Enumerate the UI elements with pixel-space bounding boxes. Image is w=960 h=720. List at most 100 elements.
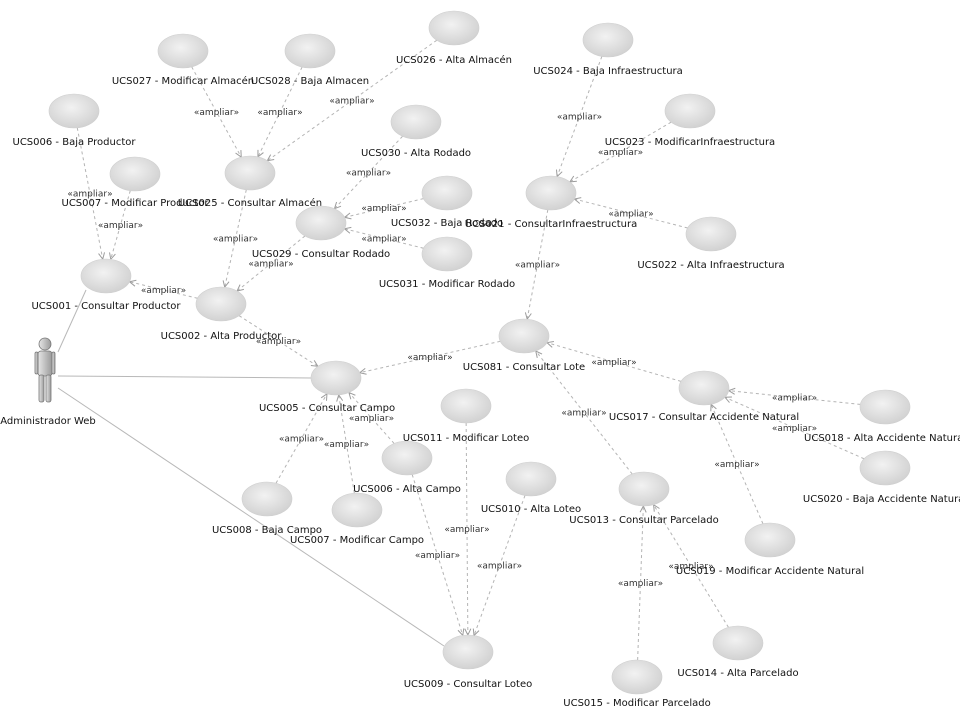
use-case-u013[interactable]: UCS013 - Consultar Parcelado — [569, 471, 719, 526]
use-case-u005[interactable]: UCS005 - Consultar Campo — [259, 360, 395, 414]
extend-label: «ampliar» — [772, 394, 817, 404]
extend-line — [266, 39, 438, 162]
extend-relation[interactable]: «ampliar» — [348, 391, 395, 444]
extend-line — [546, 342, 682, 382]
extend-label: «ampliar» — [361, 204, 406, 214]
use-case-u031[interactable]: UCS031 - Modificar Rodado — [379, 236, 515, 290]
extend-label: «ampliar» — [415, 551, 460, 561]
extend-label: «ampliar» — [557, 113, 602, 123]
extend-arrowhead-icon — [222, 280, 230, 289]
extend-line — [338, 394, 355, 494]
extend-relation[interactable]: «ampliar» — [723, 396, 865, 460]
extend-line — [465, 422, 469, 636]
use-case-label: UCS081 - Consultar Lote — [463, 362, 585, 373]
use-case-u081[interactable]: UCS081 - Consultar Lote — [463, 318, 585, 373]
use-case-u030[interactable]: UCS030 - Alta Rodado — [361, 104, 471, 159]
extend-relation[interactable]: «ampliar» — [343, 198, 424, 220]
use-case-u002[interactable]: UCS002 - Alta Productor — [161, 286, 283, 342]
extend-arrowhead-icon — [257, 149, 264, 158]
use-case-label: UCS030 - Alta Rodado — [361, 148, 471, 159]
extend-label: «ampliar» — [349, 414, 394, 424]
use-case-ellipse — [295, 205, 347, 241]
use-case-ellipse — [224, 155, 276, 191]
use-case-u017[interactable]: UCS017 - Consultar Accidente Natural — [609, 370, 799, 423]
use-case-u024[interactable]: UCS024 - Baja Infraestructura — [533, 22, 683, 77]
use-case-ellipse — [157, 33, 209, 69]
use-case-u026[interactable]: UCS026 - Alta Almacén — [396, 10, 512, 66]
actor-figure-icon — [34, 337, 56, 403]
use-case-ellipse — [744, 522, 796, 558]
extend-line — [637, 505, 644, 661]
extend-relations: «ampliar»«ampliar»«ampliar»«ampliar»«amp… — [67, 39, 865, 661]
extend-label: «ampliar» — [279, 435, 324, 445]
extend-label: «ampliar» — [561, 409, 606, 419]
use-case-u027[interactable]: UCS027 - Modificar Almacén — [112, 33, 254, 87]
use-case-u029[interactable]: UCS029 - Consultar Rodado — [252, 205, 390, 260]
use-case-ellipse — [284, 33, 336, 69]
use-case-ellipse — [664, 93, 716, 129]
use-case-u015[interactable]: UCS015 - Modificar Parcelado — [563, 659, 711, 709]
use-case-u006p[interactable]: UCS006 - Baja Productor — [13, 93, 137, 148]
use-case-ellipse — [440, 388, 492, 424]
association-line-u005 — [57, 375, 313, 379]
extend-line — [257, 66, 303, 158]
extend-relation[interactable]: «ampliar» — [444, 422, 490, 637]
extend-label: «ampliar» — [67, 190, 112, 200]
extend-relation[interactable]: «ampliar» — [128, 279, 198, 299]
use-case-u025[interactable]: UCS025 - Consultar Almacén — [178, 155, 322, 209]
use-case-u019[interactable]: UCS019 - Modificar Accidente Natural — [676, 522, 864, 577]
extend-relation[interactable]: «ampliar» — [568, 121, 672, 183]
use-case-u010[interactable]: UCS010 - Alta Loteo — [481, 461, 581, 515]
extend-arrowhead-icon — [524, 312, 532, 321]
use-case-u014[interactable]: UCS014 - Alta Parcelado — [677, 625, 799, 679]
extend-label: «ampliar» — [98, 221, 143, 231]
use-case-label: UCS001 - Consultar Productor — [31, 301, 181, 312]
extend-line — [411, 474, 464, 636]
use-case-u006c[interactable]: UCS006 - Alta Campo — [353, 440, 461, 495]
extend-relation[interactable]: «ampliar» — [727, 387, 861, 405]
use-case-u022[interactable]: UCS022 - Alta Infraestructura — [637, 216, 785, 271]
extend-label: «ampliar» — [324, 440, 369, 450]
use-case-ellipse — [442, 634, 494, 670]
extend-line — [236, 235, 306, 292]
use-case-u007p[interactable]: UCS007 - Modificar Productor — [62, 156, 210, 209]
extend-relation[interactable]: «ampliar» — [472, 495, 526, 637]
extend-line — [710, 404, 764, 524]
extend-label: «ampliar» — [361, 235, 406, 245]
extend-label: «ampliar» — [256, 337, 301, 347]
extend-arrowhead-icon — [652, 503, 660, 512]
actor-administrador-web[interactable]: Administrador Web — [0, 337, 96, 427]
extend-label: «ampliar» — [141, 286, 186, 296]
use-case-u021[interactable]: UCS021 - ConsultarInfraestructura — [465, 175, 637, 230]
use-case-u009[interactable]: UCS009 - Consultar Loteo — [404, 634, 533, 690]
use-case-ellipse — [48, 93, 100, 129]
use-case-u001[interactable]: UCS001 - Consultar Productor — [31, 258, 181, 312]
extend-line — [574, 198, 688, 229]
extend-relation[interactable]: «ampliar» — [411, 474, 465, 637]
use-case-u023[interactable]: UCS023 - ModificarInfraestructura — [605, 93, 775, 148]
use-case-label: UCS019 - Modificar Accidente Natural — [676, 566, 864, 577]
use-case-label: UCS014 - Alta Parcelado — [677, 668, 798, 679]
extend-label: «ampliar» — [407, 353, 452, 363]
extend-label: «ampliar» — [608, 210, 653, 220]
use-case-u028[interactable]: UCS028 - Baja Almacen — [251, 33, 369, 87]
extend-arrowhead-icon — [568, 175, 577, 183]
extend-line — [191, 66, 242, 158]
use-case-u032[interactable]: UCS032 - Baja Rodado — [391, 175, 503, 229]
extend-line — [569, 121, 672, 183]
use-case-label: UCS024 - Baja Infraestructura — [533, 66, 683, 77]
extend-relation[interactable]: «ampliar» — [618, 504, 663, 661]
use-case-u007c[interactable]: UCS007 - Modificar Campo — [290, 492, 424, 546]
use-case-u020[interactable]: UCS020 - Baja Accidente Natural — [803, 450, 960, 505]
use-case-u018[interactable]: UCS018 - Alta Accidente Natural — [804, 389, 960, 444]
extend-line — [535, 350, 633, 475]
extend-relation[interactable]: «ampliar» — [343, 226, 424, 249]
use-case-u011[interactable]: UCS011 - Modificar Loteo — [403, 388, 530, 444]
extend-arrowhead-icon — [343, 226, 352, 234]
extend-arrowhead-icon — [310, 360, 319, 367]
use-case-label: UCS005 - Consultar Campo — [259, 403, 395, 414]
use-case-u008[interactable]: UCS008 - Baja Campo — [212, 481, 322, 536]
use-case-label: UCS008 - Baja Campo — [212, 525, 322, 536]
extend-label: «ampliar» — [257, 108, 302, 118]
